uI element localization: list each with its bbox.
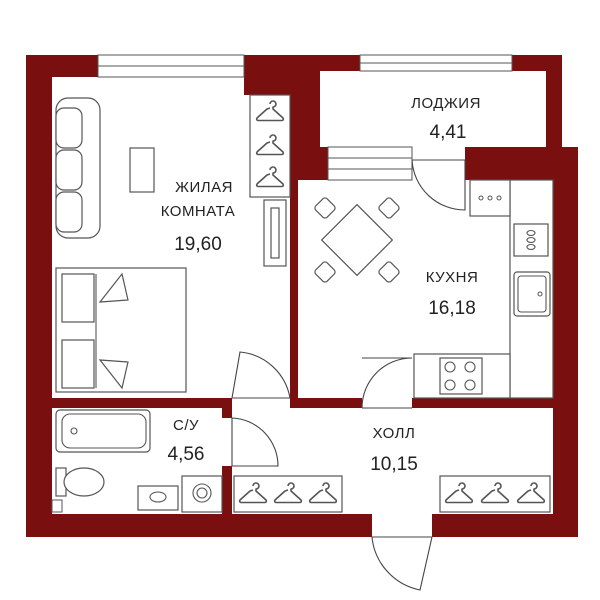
- loggia-area: 4,41: [430, 122, 467, 143]
- hall-name: ХОЛЛ: [373, 425, 416, 442]
- wall-bath-right-bottom: [222, 466, 232, 524]
- cooktop-small-icon: [513, 223, 549, 257]
- bathtub-icon: [55, 409, 151, 453]
- wall-kitchen-top-left: [290, 147, 328, 180]
- walls: [26, 55, 578, 537]
- wall-kitchen-hall-right: [412, 398, 553, 408]
- door-entrance: [371, 536, 433, 591]
- hall-wardrobe-left: [233, 475, 343, 513]
- shaft: [51, 499, 63, 513]
- loggia-name: ЛОДЖИЯ: [411, 95, 481, 112]
- wall-outer-left: [26, 55, 52, 537]
- bath-sink-icon: [137, 485, 179, 511]
- wall-kitchen-top-right: [465, 147, 562, 180]
- bed-icon: [55, 267, 187, 393]
- wall-loggia-right: [546, 55, 562, 175]
- wall-partition-living-kitchen: [290, 180, 298, 400]
- sofa-icon: [55, 97, 101, 239]
- bathroom-name: С/У: [173, 417, 199, 434]
- living-room-name-line1: ЖИЛАЯ: [175, 179, 233, 196]
- door-kitchen: [361, 357, 413, 409]
- stove-icon: [439, 357, 483, 395]
- dining-table-icon: [314, 197, 400, 283]
- kitchen-name: КУХНЯ: [426, 269, 479, 286]
- wall-loggia-top-left: [290, 55, 360, 71]
- wall-bottom-right: [432, 514, 578, 537]
- wall-top-mid: [244, 55, 290, 95]
- wall-kitchen-hall-left: [290, 398, 362, 408]
- windows: [97, 54, 513, 181]
- wall-living-bath: [52, 398, 232, 408]
- living-room-name-line2: КОМНАТА: [161, 203, 236, 220]
- wall-bottom-left: [26, 514, 372, 537]
- wall-kitchen-right: [553, 147, 578, 537]
- hall-wardrobe-right: [439, 475, 551, 513]
- living-room-area: 19,60: [174, 234, 222, 255]
- hall-area: 10,15: [370, 454, 418, 475]
- washing-machine-icon: [181, 475, 223, 513]
- door-loggia: [411, 159, 466, 211]
- tv-stand-icon: [263, 199, 287, 267]
- bathroom-area: 4,56: [168, 444, 205, 465]
- wardrobe-icon: [249, 94, 291, 198]
- door-bathroom: [231, 417, 279, 467]
- doors: [231, 159, 466, 591]
- window-kitchen: [327, 146, 413, 181]
- wall-top-left: [26, 55, 98, 77]
- coffee-table-icon: [129, 147, 155, 193]
- sink-icon: [513, 271, 551, 317]
- wall-bath-right-top: [222, 398, 232, 418]
- door-living: [231, 351, 291, 399]
- toilet-icon: [55, 467, 105, 497]
- kitchen-area: 16,18: [428, 298, 476, 319]
